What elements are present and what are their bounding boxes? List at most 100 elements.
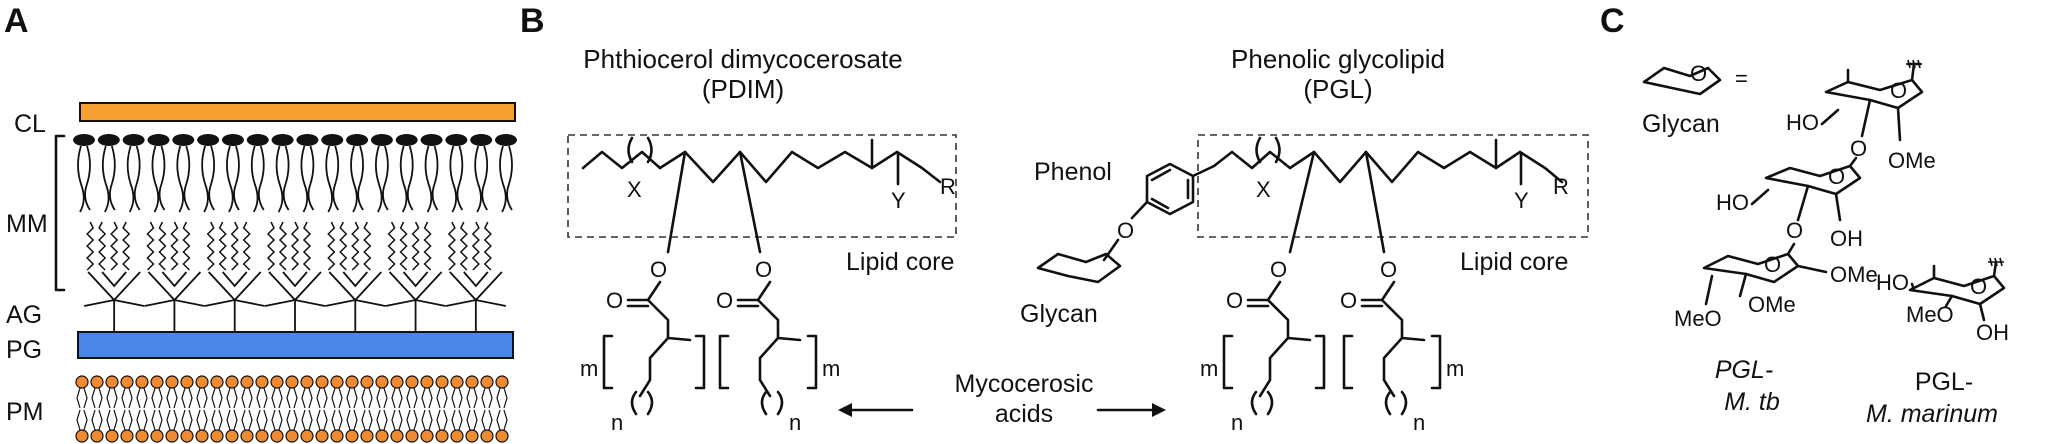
mycolate-tail [325, 145, 340, 213]
mtb-sugar3-meo: MeO [1674, 306, 1722, 331]
pgl-acid2-m: m [1446, 356, 1464, 381]
phenol-ether-oxygen: O [1117, 218, 1134, 243]
pdim-acid2-brackets [718, 334, 818, 390]
mycolate-head [346, 134, 369, 146]
mycolate-tail [226, 145, 240, 213]
panel-b-label: B [520, 2, 545, 40]
mycocerosic-acids-label-line2: acids [995, 400, 1053, 428]
mycolate-tail [399, 145, 414, 213]
membrane-head-outer [375, 375, 389, 389]
mtb-sugar-ring-1 [1824, 78, 1924, 110]
membrane-head-inner [360, 429, 374, 443]
membrane-lipid-tails [481, 387, 493, 431]
pdim-acid1-brackets [602, 334, 706, 390]
pgl-acid2-repeat [1384, 390, 1408, 416]
membrane-head-outer [315, 375, 329, 389]
mycolate-zigzag-chain [242, 221, 251, 271]
marinum-ring-oxygen: O [1970, 274, 1987, 299]
mycolate-head [420, 134, 443, 146]
mycolate-zigzag-chain [483, 221, 492, 271]
membrane-lipid-tails [451, 387, 463, 431]
pgl-backbone [1288, 150, 1564, 184]
membrane-head-outer [450, 375, 464, 389]
membrane-lipid-tails [226, 387, 238, 431]
pdim-acid2-m: m [822, 356, 840, 381]
membrane-head-outer [390, 375, 404, 389]
pgl-acid1-chain [1258, 298, 1312, 398]
mtb-sugar2-ho: HO [1716, 190, 1749, 215]
pdim-acid2-repeat [760, 390, 784, 416]
marinum-anomeric-bond [1992, 260, 1998, 278]
mtb-glycosidic-oxygen-2: O [1786, 218, 1803, 243]
membrane-lipid-tails [151, 387, 163, 431]
membrane-lipid-tails [76, 387, 88, 431]
pgl-chain-start [1212, 150, 1292, 170]
marinum-meo: MeO [1906, 302, 1954, 327]
mycolate-zigzag-chain [266, 221, 276, 271]
marinum-meo-bond [1944, 294, 1954, 308]
panel-a: A CL MM AG PG PM [4, 2, 517, 443]
marinum-wavy-attachment [1988, 257, 2004, 267]
mycolate-zigzag-chain [387, 221, 396, 271]
mtb-sugar3-ome-bond [1796, 264, 1828, 274]
mycolate-zigzag-chain [339, 221, 348, 271]
mm-bracket [54, 134, 66, 292]
mycolic-acid-tails [77, 145, 513, 213]
marinum-sugar-ring [1908, 274, 2006, 306]
mycolate-head [370, 134, 393, 146]
mycolate-head [296, 134, 319, 146]
membrane-head-inner [330, 429, 344, 443]
glycan-legend-label: Glycan [1642, 110, 1720, 138]
oxygen-to-glycan-bond [1102, 238, 1120, 262]
mycolate-zigzag-chain [290, 221, 300, 271]
membrane-lipid-tails [331, 387, 343, 431]
membrane-head-inner [435, 429, 449, 443]
mycolate-zigzag-chain [158, 221, 167, 271]
membrane-head-outer [435, 375, 449, 389]
pdim-backbone [658, 150, 942, 184]
membrane-head-outer [465, 375, 479, 389]
mycolate-zigzag-chain [302, 221, 312, 271]
pdim-acid1-chain [638, 298, 692, 398]
pdim-acid2-bond [756, 280, 772, 302]
mycolate-tail [176, 145, 191, 213]
mycolate-zigzag-chain [278, 221, 288, 271]
pdim-chain-start [581, 150, 662, 170]
pdim-acid1-carbonyl-oxygen: O [606, 288, 623, 313]
mycolate-zigzag-chain [122, 221, 131, 271]
mycolate-head [495, 134, 517, 146]
arrow-head-left [838, 403, 852, 417]
membrane-head-outer [270, 375, 284, 389]
membrane-head-inner [465, 429, 479, 443]
arabinogalactan-branch [264, 271, 326, 332]
membrane-head-inner [405, 429, 419, 443]
mycolate-zigzag-chain [351, 221, 360, 271]
pdim-lipid-core-box [567, 134, 957, 238]
membrane-head-outer [480, 375, 494, 389]
pdim-ester-oxygen-2: O [755, 257, 772, 282]
mycolate-zigzag-chain [471, 221, 480, 271]
pgl-mtb-label-line1: PGL- [1715, 356, 1773, 384]
membrane-lipid-tails [211, 387, 223, 431]
mtb-glycosidic-oxygen-1: O [1850, 136, 1867, 161]
pgl-acid1-brackets [1222, 334, 1326, 390]
pdim-acid2-carbonyl [736, 298, 760, 308]
membrane-head-outer [225, 375, 239, 389]
membrane-head-inner [300, 429, 314, 443]
pgl-marinum-label-line2: M. marinum [1866, 400, 1998, 428]
pgl-acid1-bond [1266, 280, 1282, 302]
pgl-mtb-glycan-structure: O HO OMe O O HO OH O O OMe [1674, 59, 1936, 331]
mtb-sugar1-ho: HO [1786, 110, 1819, 135]
pgl-acid1-repeat [1250, 390, 1274, 416]
pgl-acid1-carbonyl-oxygen: O [1226, 288, 1243, 313]
mycolate-tail [424, 145, 439, 213]
membrane-head-inner [345, 429, 359, 443]
membrane-lipid-tails [391, 387, 403, 431]
phenol-to-oxygen-bond [1130, 200, 1149, 220]
pgl-repeat-parens [1255, 136, 1281, 164]
mycolate-zigzag-chain [411, 221, 420, 271]
pgl-y-substituent: Y [1514, 188, 1529, 213]
membrane-head-outer [345, 375, 359, 389]
arabinogalactan-branch [204, 271, 265, 332]
pdim-acid2-chain [756, 298, 802, 398]
